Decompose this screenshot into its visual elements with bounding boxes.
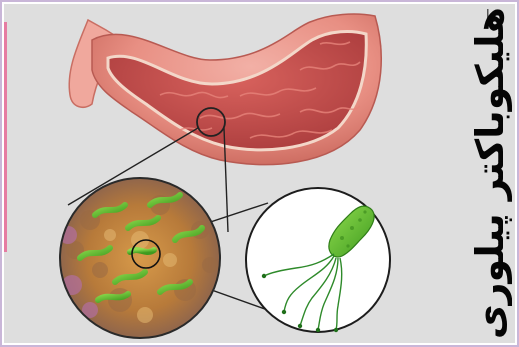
bacterium-circle bbox=[246, 188, 390, 332]
microscope-circle bbox=[59, 178, 220, 338]
page-title: هلیکوباکتر پیلوری bbox=[468, 7, 512, 339]
pink-strip bbox=[4, 22, 7, 252]
title-container: هلیکوباکتر پیلوری bbox=[466, 0, 514, 347]
